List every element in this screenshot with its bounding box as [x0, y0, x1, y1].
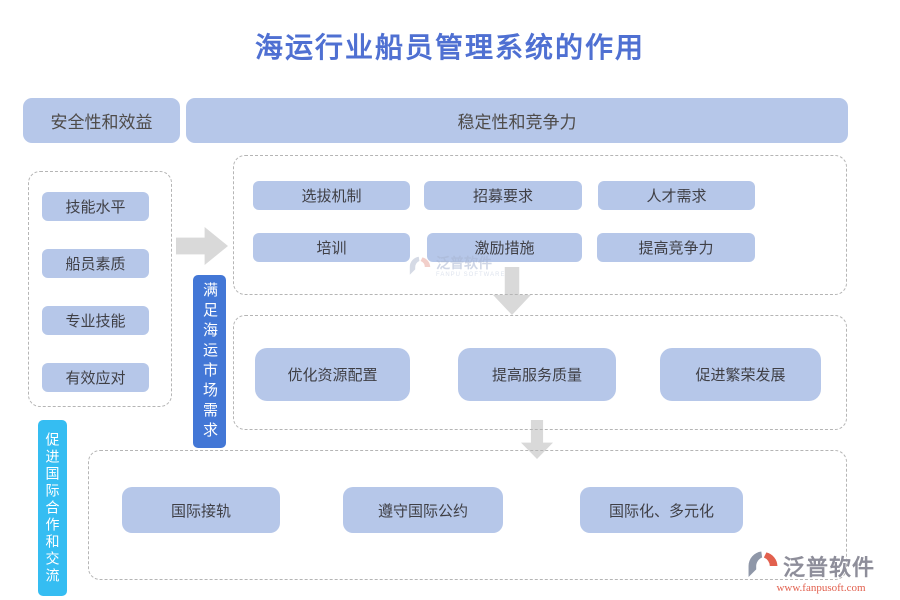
page-title: 海运行业船员管理系统的作用: [254, 33, 645, 64]
node-skill-level: 技能水平: [42, 192, 149, 221]
right-arrow-icon: [176, 227, 228, 265]
watermark-text: 泛普软件 FANPU SOFTWARE: [436, 256, 505, 278]
node-improve-service-quality: 提高服务质量: [458, 348, 616, 401]
industry-outcomes-group: [233, 315, 847, 430]
fanpu-logo-url: www.fanpusoft.com: [776, 582, 866, 594]
node-recruitment-requirements: 招募要求: [424, 181, 582, 210]
fanpu-logo-icon: [748, 551, 778, 578]
node-international-integration: 国际接轨: [122, 487, 280, 533]
node-promote-prosperity: 促进繁荣发展: [660, 348, 821, 401]
node-crew-quality: 船员素质: [42, 249, 149, 278]
header-safety-benefit: 安全性和效益: [23, 98, 180, 143]
watermark-brand: 泛普软件: [436, 255, 492, 271]
fanpu-logo-row: 泛普软件: [746, 549, 896, 583]
node-incentive-measures: 激励措施: [427, 233, 582, 262]
watermark-subtitle: FANPU SOFTWARE: [436, 272, 506, 278]
node-improve-competitiveness: 提高竞争力: [597, 233, 755, 262]
crew-management-group: [233, 155, 847, 295]
international-group: [88, 450, 847, 580]
node-training: 培训: [253, 233, 410, 262]
header-stability-competitiveness: 稳定性和竞争力: [186, 98, 848, 143]
node-international-conventions: 遵守国际公约: [343, 487, 503, 533]
watermark: 泛普软件 FANPU SOFTWARE: [408, 255, 505, 279]
node-talent-demand: 人才需求: [598, 181, 755, 210]
node-professional-skills: 专业技能: [42, 306, 149, 335]
crew-quality-group: [28, 171, 172, 407]
fanpu-logo-icon: [409, 256, 431, 275]
node-optimize-resource-allocation: 优化资源配置: [255, 348, 410, 401]
market-demand-connector: 满足海运市场需求: [193, 275, 226, 448]
fanpu-logo: 泛普软件 www.fanpusoft.com: [746, 549, 896, 594]
node-selection-mechanism: 选拔机制: [253, 181, 410, 210]
fanpu-logo-brand: 泛普软件: [783, 555, 876, 580]
node-effective-response: 有效应对: [42, 363, 149, 392]
international-cooperation-connector: 促进国际合作和交流: [38, 420, 67, 596]
node-internationalization-diversification: 国际化、多元化: [580, 487, 743, 533]
